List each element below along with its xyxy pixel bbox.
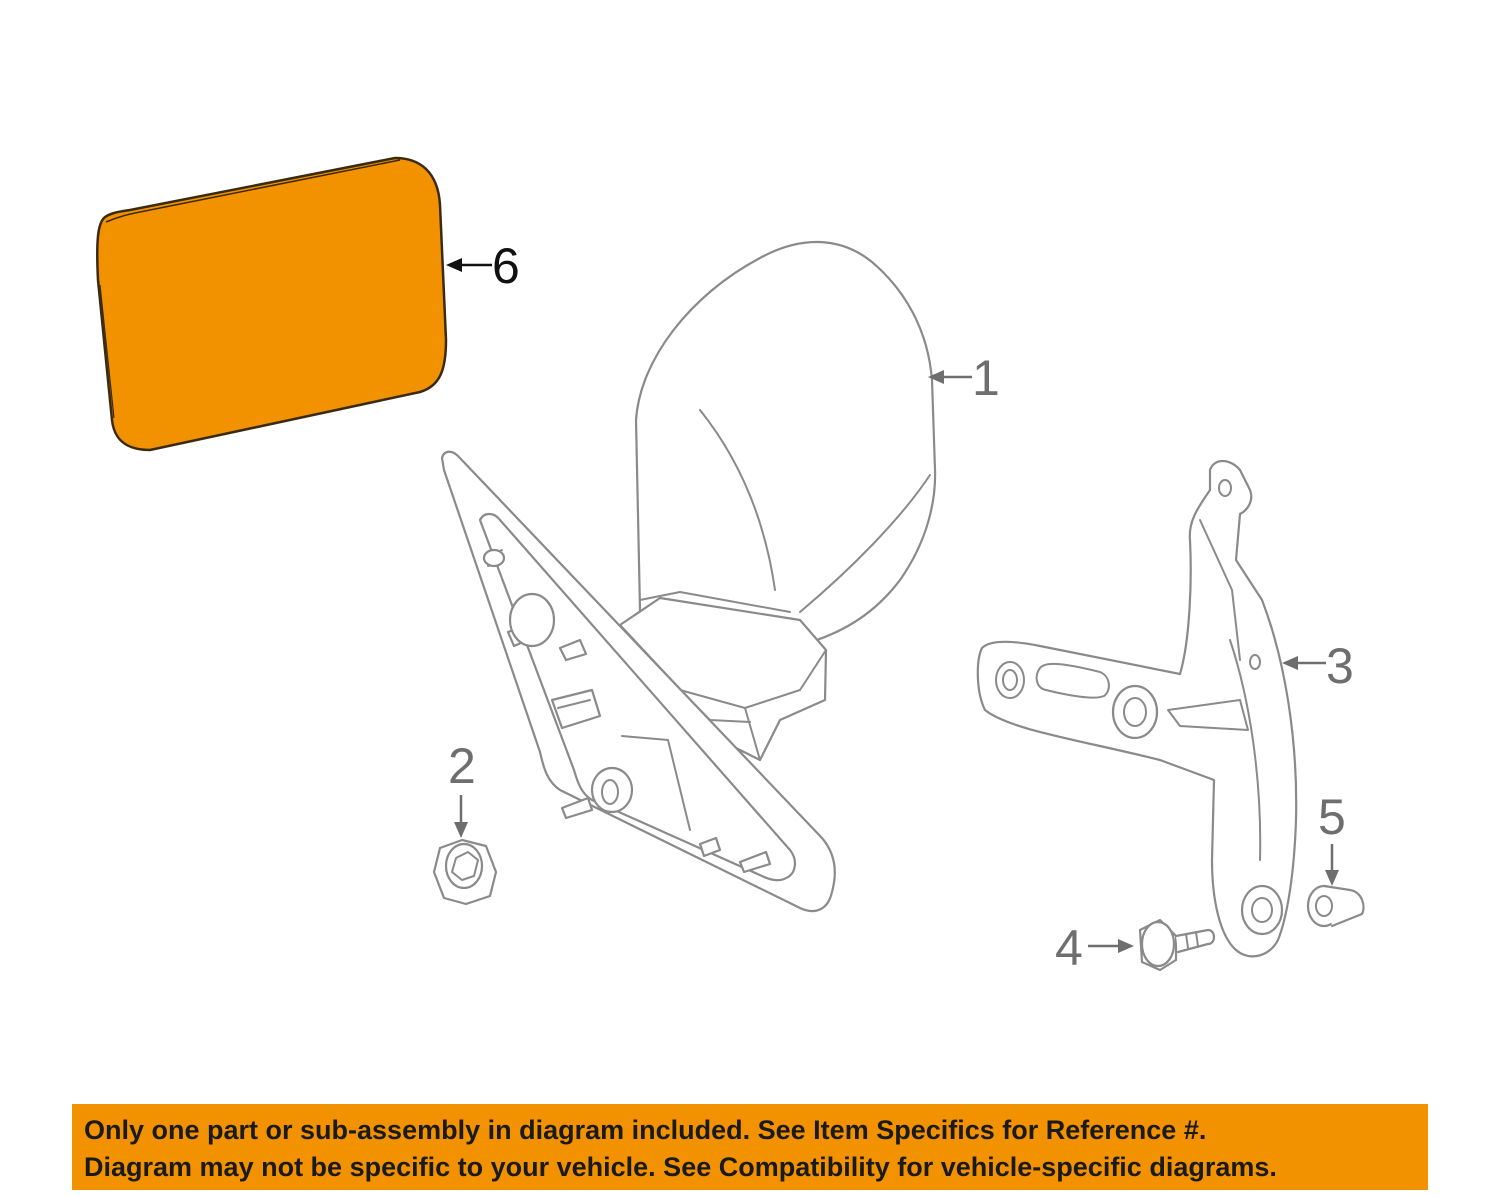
bolt-part-4[interactable] xyxy=(1138,918,1216,972)
callout-label-1: 1 xyxy=(972,350,1000,406)
callout-label-6: 6 xyxy=(492,238,520,294)
callout-label-3: 3 xyxy=(1326,638,1354,694)
disclaimer-line-2: Diagram may not be specific to your vehi… xyxy=(84,1152,1277,1182)
callout-label-2: 2 xyxy=(448,738,476,794)
callout-3: 3 xyxy=(1282,638,1354,694)
callout-5: 5 xyxy=(1318,789,1346,886)
hex-nut-part-2[interactable] xyxy=(432,838,498,906)
mirror-assembly-part-1[interactable] xyxy=(440,240,937,913)
clip-part-5[interactable] xyxy=(1306,884,1365,928)
callout-2: 2 xyxy=(448,738,476,838)
disclaimer-banner: Only one part or sub-assembly in diagram… xyxy=(72,1104,1428,1190)
mirror-glass-part-6[interactable] xyxy=(96,156,448,452)
mounting-bracket-part-3[interactable] xyxy=(976,459,1298,958)
disclaimer-line-1: Only one part or sub-assembly in diagram… xyxy=(84,1115,1207,1145)
callout-label-5: 5 xyxy=(1318,789,1346,845)
callout-1: 1 xyxy=(928,350,1000,406)
callout-6: 6 xyxy=(446,238,520,294)
callout-label-4: 4 xyxy=(1055,920,1083,976)
callout-4: 4 xyxy=(1055,920,1134,976)
